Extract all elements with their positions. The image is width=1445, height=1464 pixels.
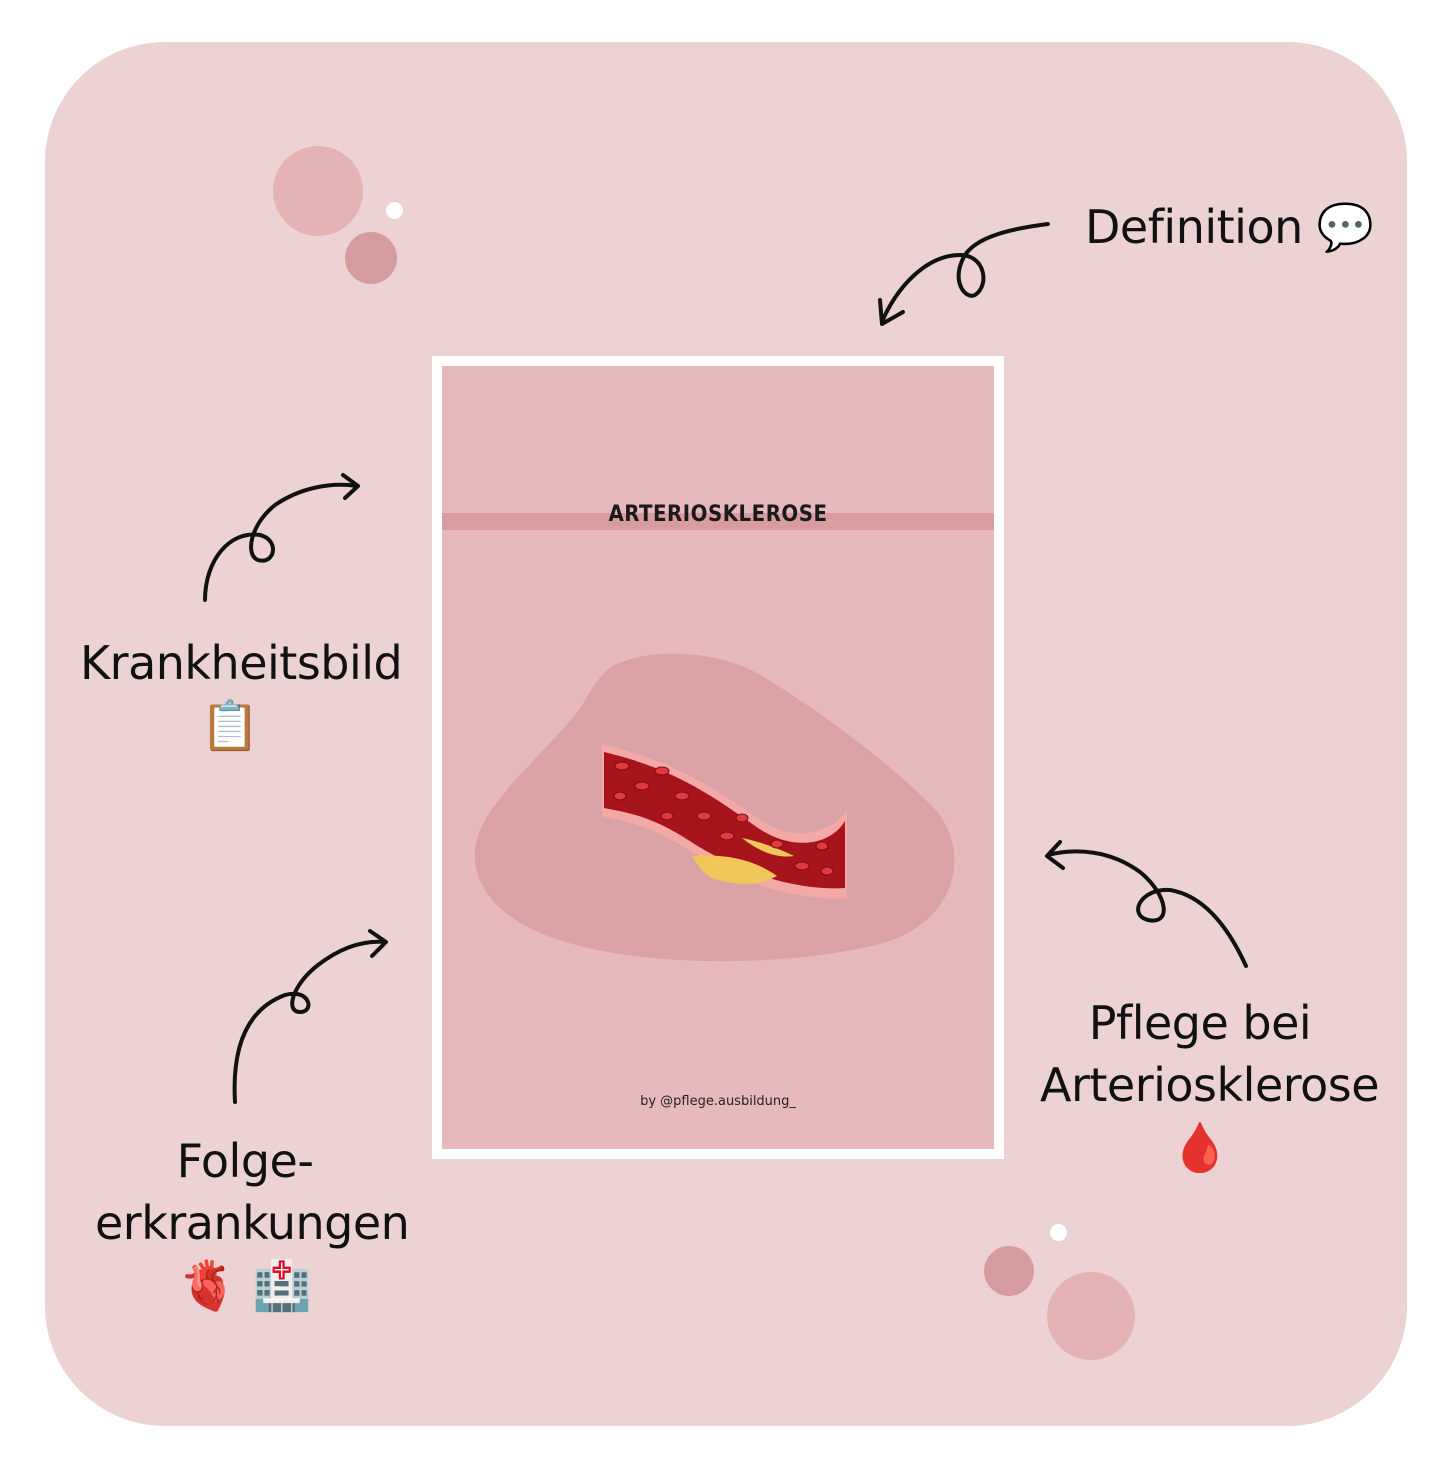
blood-cell xyxy=(770,839,784,849)
plaque-deposit-top xyxy=(742,838,794,857)
blood-cell xyxy=(634,781,650,791)
blood-cell xyxy=(614,761,630,771)
blood-cell xyxy=(696,811,712,821)
decor-dot xyxy=(1047,1272,1135,1360)
folge-icons: 🫀 🏥 xyxy=(95,1254,395,1319)
blood-cell xyxy=(613,791,627,801)
decor-dot xyxy=(345,232,397,284)
blood-cell xyxy=(719,831,735,841)
hospital-icon: 🏥 xyxy=(252,1258,312,1315)
title-band xyxy=(442,513,994,530)
speech-bubble-icon: 💬 xyxy=(1316,200,1374,254)
decor-dot xyxy=(386,202,403,219)
folge-text-line1: Folge- xyxy=(176,1134,314,1188)
definition-label: Definition 💬 xyxy=(1085,196,1374,258)
blood-cell xyxy=(735,813,749,823)
definition-text: Definition xyxy=(1085,200,1303,254)
blood-cell xyxy=(660,811,674,821)
plaque-deposit xyxy=(692,855,777,884)
folgeerkrankungen-label: Folge- erkrankungen 🫀 🏥 xyxy=(95,1130,410,1319)
pflege-label: Pflege bei Arteriosklerose 🩸 xyxy=(1040,992,1380,1181)
clipboard-icon: 📋 xyxy=(200,698,260,755)
blood-cell xyxy=(674,791,690,801)
poster-credit: by @pflege.ausbildung_ xyxy=(640,1094,796,1109)
folge-text-line2: erkrankungen xyxy=(95,1196,410,1251)
pflege-text-line1: Pflege bei xyxy=(1088,996,1312,1050)
blood-drop-icon: 🩸 xyxy=(1170,1120,1230,1177)
blood-cell xyxy=(794,861,810,871)
decor-dot xyxy=(1050,1224,1067,1241)
decor-dot xyxy=(273,146,363,236)
poster-cover: ARTERIOSKLEROSE xyxy=(442,366,994,1149)
krankheitsbild-label: Krankheitsbild 📋 xyxy=(80,632,403,759)
krankheitsbild-text: Krankheitsbild xyxy=(80,636,403,690)
artery-illustration-icon xyxy=(474,653,955,962)
decor-dot xyxy=(984,1246,1034,1296)
poster-title: ARTERIOSKLEROSE xyxy=(608,502,828,527)
blood-cell xyxy=(815,841,829,851)
anatomical-heart-icon: 🫀 xyxy=(178,1258,238,1315)
poster-frame: ARTERIOSKLEROSE xyxy=(432,356,1004,1159)
blood-cell xyxy=(654,766,670,776)
pflege-text-line2: Arteriosklerose xyxy=(1040,1058,1380,1113)
blood-cell xyxy=(820,866,834,876)
